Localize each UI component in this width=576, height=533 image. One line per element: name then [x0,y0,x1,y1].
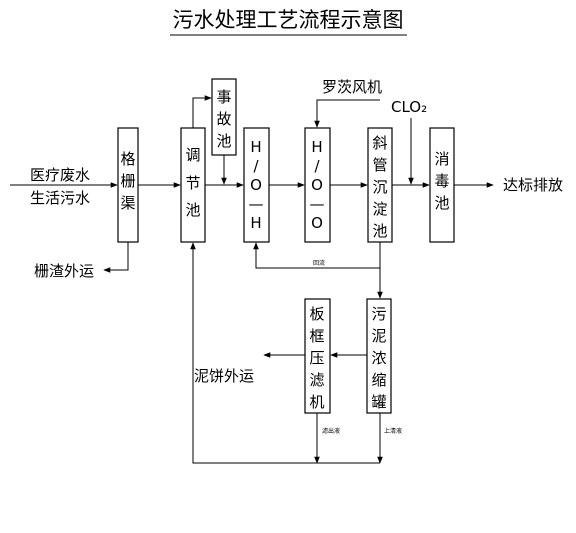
blower-label: 罗茨风机 [322,78,382,96]
svg-text:—: — [249,195,264,213]
svg-text:污: 污 [371,305,386,323]
svg-text:压: 压 [309,349,324,367]
svg-text:泥: 泥 [371,327,386,345]
svg-text:框: 框 [309,327,324,345]
svg-text:—: — [310,195,325,213]
input-label-medical: 医疗废水 [30,166,90,184]
svg-text:H: H [250,138,261,156]
svg-text:池: 池 [434,194,449,212]
box-disinfect: 消 毒 池 [429,127,455,243]
box-settle: 斜 管 沉 淀 池 [367,127,393,243]
svg-text:池: 池 [185,201,200,219]
svg-text:管: 管 [372,156,387,174]
svg-text:浓: 浓 [371,349,386,367]
clo2-label: CLO₂ [391,98,427,116]
svg-text:O: O [311,214,323,232]
svg-text:板: 板 [309,305,324,323]
svg-text:节: 节 [185,174,200,192]
diagram-title: 污水处理工艺流程示意图 [173,8,404,32]
svg-text:O: O [250,176,262,194]
filtrate-label: 滤出液 [322,427,340,435]
svg-text:滤: 滤 [309,371,324,389]
svg-text:故: 故 [216,110,231,128]
svg-text:格: 格 [120,150,135,168]
svg-text:沉: 沉 [372,178,387,196]
arrow-return-equalize [190,242,380,464]
svg-text:/: / [314,157,320,175]
arrow-screenings [103,242,129,273]
svg-text:调: 调 [185,146,200,164]
svg-text:淀: 淀 [372,200,387,218]
svg-text:/: / [253,157,259,175]
return-sludge-label: 回流 [313,259,325,267]
svg-text:H: H [311,138,322,156]
box-thicken: 污 泥 浓 缩 罐 [366,298,392,414]
svg-text:事: 事 [216,88,231,106]
svg-text:渠: 渠 [120,194,135,212]
svg-text:毒: 毒 [434,172,449,190]
box-equalize: 调 节 池 [180,127,206,243]
arrow-air [314,99,380,128]
svg-text:消: 消 [434,150,449,168]
svg-text:H: H [250,214,261,232]
arrow-to-accident [192,95,212,128]
arrow-return-sludge [253,242,380,269]
svg-text:罐: 罐 [371,393,386,411]
discharge-label: 达标排放 [503,176,563,194]
input-label-domestic: 生活污水 [30,189,90,207]
screenings-label: 栅渣外运 [34,262,94,280]
svg-text:池: 池 [216,132,231,150]
svg-text:斜: 斜 [372,134,387,152]
box-screen: 格 栅 渠 [117,127,139,243]
box-press: 板 框 压 滤 机 [304,298,331,414]
svg-text:机: 机 [309,393,324,411]
svg-text:池: 池 [372,222,387,240]
box-accident: 事 故 池 [211,78,237,156]
svg-text:缩: 缩 [371,371,386,389]
box-hoh: H / O — H [243,127,270,243]
supernatant-label: 上清液 [384,427,402,435]
svg-text:栅: 栅 [120,172,135,190]
svg-text:O: O [311,176,323,194]
box-hoo: H / O — O [304,127,331,243]
cake-label: 泥饼外运 [194,367,254,385]
